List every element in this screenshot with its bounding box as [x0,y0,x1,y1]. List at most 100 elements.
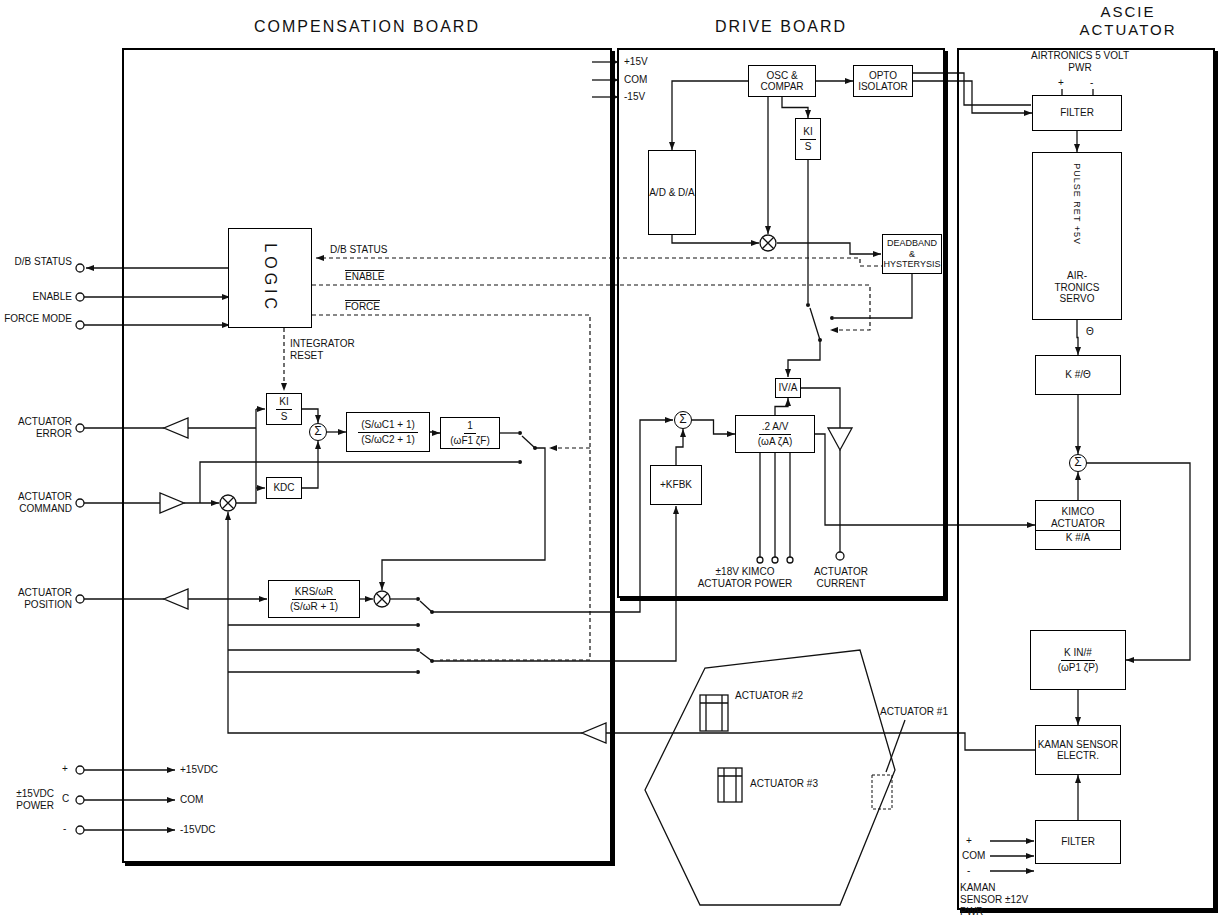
terminal-dot [416,648,420,652]
board-panel: COMPENSATION BOARDLOGICKISKDCΣ(S/ωC1 + 1… [122,48,612,863]
wire-stroke [500,432,518,433]
transfer-box: 1(ωF1 ζF) [440,417,500,449]
signal-connector [1077,472,1078,500]
wire-stroke [606,733,1035,750]
terminal-dot [76,796,84,804]
wire-stroke [592,96,619,97]
block-text: KRS/ωR [292,586,336,600]
summing-junction: Σ [674,411,692,429]
terminal-dot [76,264,84,272]
wire-stroke [228,598,267,599]
board-heading: COMPENSATION BOARD [124,18,610,36]
wire-stroke [807,160,808,303]
sensor-transfer-box: K IN/#(ωP1 ζP) [1030,630,1126,690]
wire-stroke [645,650,895,905]
wire-stroke [788,340,820,377]
wire-stroke [718,768,742,802]
wire-stroke [420,601,432,612]
terminal-dot [518,431,522,435]
block-text: .2 A/V [759,421,792,435]
block-text: KI [276,396,291,410]
amplifier-box: .2 A/V(ωA ζA) [735,415,815,453]
wire-stroke [86,267,232,268]
signal-connector [1077,690,1078,725]
wire-stroke [990,855,1034,856]
current-sensor: IV/A [775,378,801,398]
signal-label: + [1058,77,1064,89]
signal-label: INTEGRATOR RESET [290,338,368,362]
signal-connector [775,398,788,415]
block-text: OPTO ISOLATOR [854,70,912,93]
signal-connector [816,80,853,81]
signal-label: COM [180,794,203,806]
wire-stroke [582,723,606,743]
terminal-dot [757,557,763,563]
terminal-dot [374,591,390,607]
logic-wires [76,258,892,660]
terminal-dot [76,321,84,329]
block-text: Σ [1074,456,1081,470]
block-text: (S/ωC1 + 1) [358,419,418,433]
wire-stroke [84,769,175,770]
wire-stroke [283,328,284,391]
transfer-box: KIS [266,393,302,425]
feedback-gain-box: +KFBK [650,465,702,505]
summing-junction: Σ [309,423,327,441]
signal-connector [1077,395,1078,454]
wire-stroke [184,502,219,503]
signal-label: D/B STATUS [330,244,387,256]
wire-stroke [767,97,768,234]
wire-stroke [549,447,590,448]
wire-stroke [700,695,728,731]
wire-stroke [828,428,852,450]
wire-stroke [360,598,373,599]
wire-stroke [522,436,535,448]
wire-stroke [672,235,759,243]
wire-stroke [592,79,619,80]
signal-label: ENABLE [345,271,384,283]
signal-connector [672,81,748,150]
block-text: +KFBK [660,479,692,491]
wire-stroke [164,589,188,609]
terminal-dot [76,766,84,774]
signal-label: ENABLE [2,291,72,303]
block-text: 1 [464,420,476,434]
signal-label: ACTUATOR ERROR [2,416,72,440]
block-text: (ωP1 ζP) [1058,661,1099,674]
block-text: KIMCO ACTUATOR [1036,506,1120,531]
wire-stroke [84,829,175,830]
board-heading: ASCIE ACTUATOR [1073,3,1183,39]
signal-connector [1076,131,1077,152]
wire-stroke [718,768,742,802]
terminal-dot [76,595,84,603]
wire-stroke [222,497,234,509]
block-text: S [805,140,812,153]
terminal-dot [787,557,793,563]
wire-stroke [160,493,184,513]
block-text: KDC [273,482,294,494]
signal-connector [1077,775,1078,820]
wire-stroke [256,487,265,488]
wire-stroke [228,512,582,733]
signal-connector [302,441,318,488]
transfer-box: (S/ωC1 + 1)(S/ωC2 + 1) [346,412,430,452]
block-text: S [281,410,288,423]
signal-label: FORCE MODE [2,313,72,325]
signal-label: FORCE [345,301,380,313]
signal-label: +15V [624,56,648,68]
block-text: (S/ωR + 1) [290,600,338,613]
signal-connector [1077,320,1078,355]
signal-connector [815,434,1035,525]
oscillator-box: OSC & COMPAR [748,65,816,97]
signal-label: ±15VDC POWER [2,788,54,812]
signal-label: COM [962,850,985,862]
block-text: PULSE RET +5V [1072,164,1082,246]
block-text: IV/A [779,382,798,394]
signal-label: - [967,865,970,877]
signal-connector [302,409,318,423]
block-text: (S/ωC2 + 1) [361,433,415,446]
block-text: FILTER [1061,836,1095,848]
wire-stroke [84,296,230,297]
logic-block: LOGIC [228,228,312,328]
signal-connector [676,429,683,465]
